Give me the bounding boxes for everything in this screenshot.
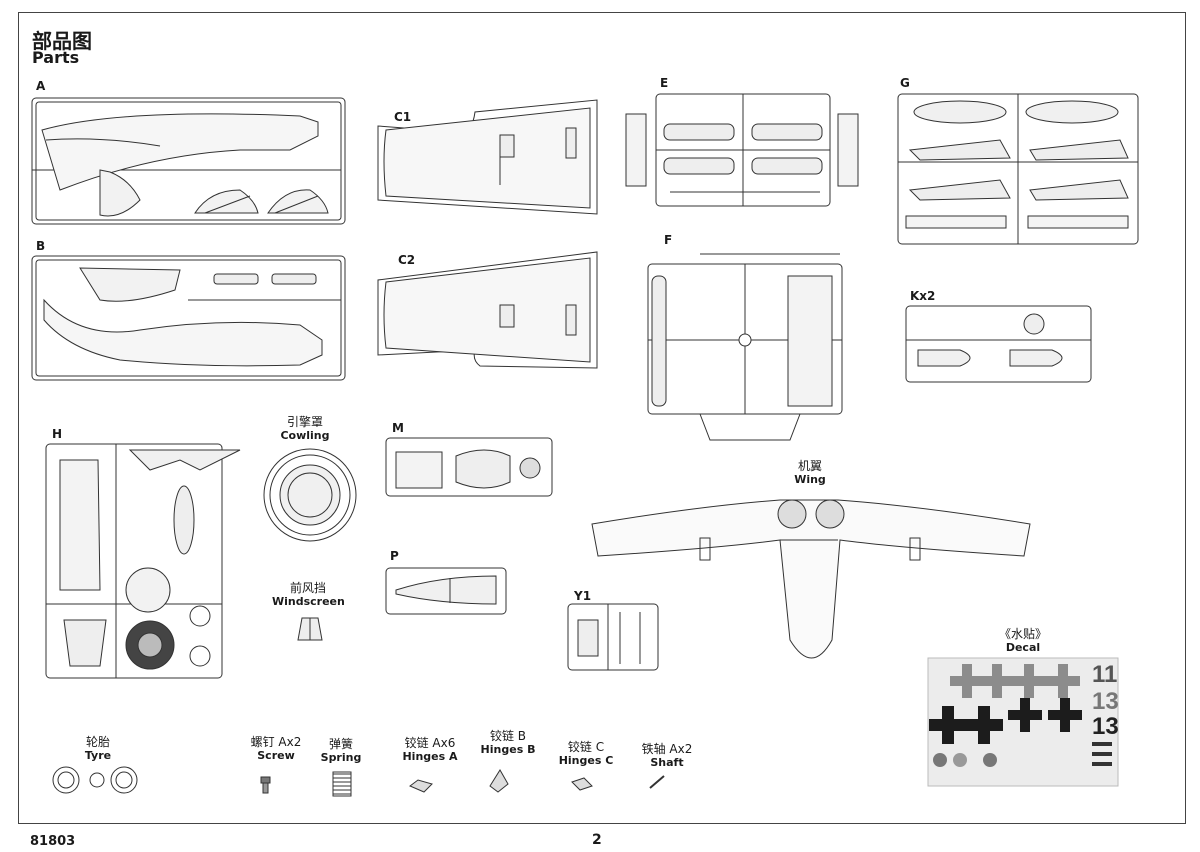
page-number: 2 (592, 832, 602, 848)
sprue-c1-illustration (377, 99, 598, 215)
sprue-k-illustration (905, 305, 1092, 383)
cowling-illustration (263, 448, 357, 542)
page-frame (18, 12, 1186, 824)
screw-illustration (260, 776, 271, 794)
decal-caption: 《水贴》Decal (998, 627, 1047, 655)
page-title-cn: 部品图 (32, 29, 92, 53)
sprue-g-illustration (897, 93, 1139, 245)
sprue-label-e: E (660, 76, 669, 90)
kit-code: 81803 (30, 834, 76, 849)
wing-illustration (591, 499, 1031, 659)
sprue-p-illustration (385, 567, 507, 615)
sprue-label-g: G (900, 76, 910, 90)
decal-number-13-grey: 13 (1092, 688, 1119, 715)
decal-sheet-illustration (927, 657, 1119, 787)
sprue-label-c2: C2 (398, 253, 416, 267)
sprue-label-y1: Y1 (574, 589, 592, 603)
sprue-c2-illustration (377, 251, 598, 369)
sprue-label-h: H (52, 427, 63, 441)
sprue-label-p: P (390, 549, 399, 563)
sprue-e-illustration (625, 93, 859, 207)
sprue-label-a: A (36, 79, 46, 93)
hinge-c-illustration (571, 777, 593, 791)
sprue-label-b: B (36, 239, 46, 253)
sprue-m-illustration (385, 437, 553, 497)
sprue-a-illustration (31, 97, 346, 225)
sprue-label-f: F (664, 233, 673, 247)
sprue-label-k: Kx2 (910, 289, 936, 303)
sprue-h-illustration (45, 443, 241, 679)
hinge-b-illustration (489, 769, 509, 793)
hinge-a-illustration (409, 779, 433, 793)
tyre-illustration (52, 766, 138, 794)
sprue-y1-illustration (567, 603, 659, 671)
decal-number-13-black: 13 (1092, 713, 1119, 740)
spring-illustration (332, 771, 352, 797)
decal-number-11: 11 (1092, 661, 1118, 688)
sprue-b-illustration (31, 255, 346, 381)
sprue-label-c1: C1 (394, 110, 412, 124)
windscreen-illustration (297, 617, 323, 641)
page-title-en: Parts (32, 48, 80, 67)
sprue-f-illustration (647, 253, 843, 441)
sprue-label-m: M (392, 421, 404, 435)
shaft-illustration (649, 775, 665, 789)
